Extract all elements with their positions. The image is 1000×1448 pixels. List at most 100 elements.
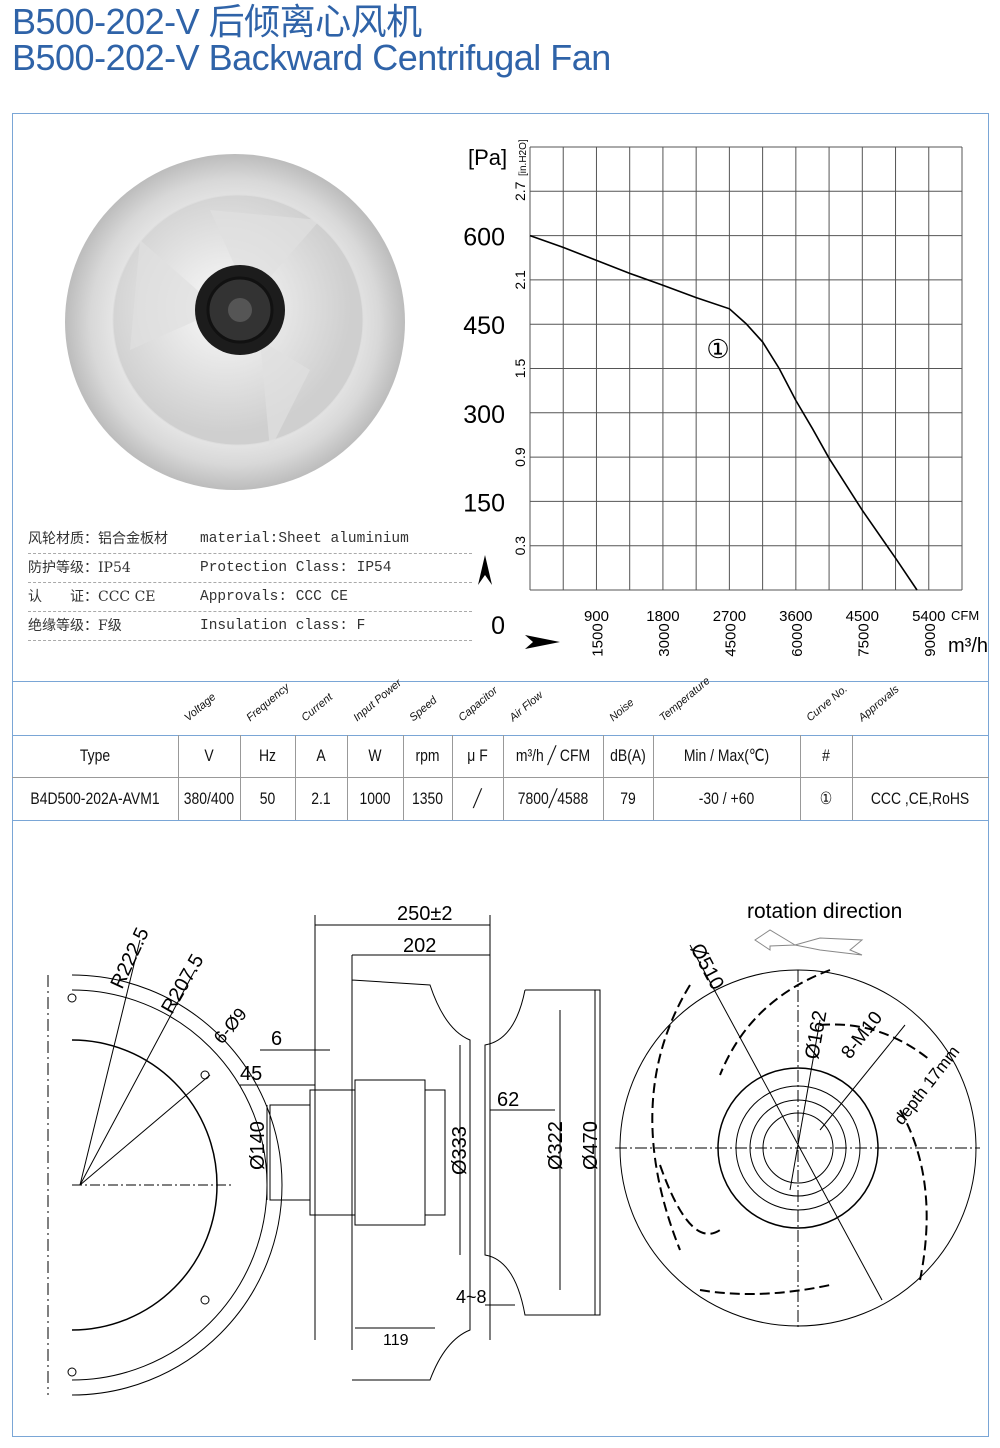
table-divider <box>295 735 296 820</box>
x2-tick-label: 4500 <box>722 623 739 656</box>
x2-axis-label: m³/h <box>948 635 988 657</box>
performance-chart: ① [Pa] [in.H2O] CFM m³/h 60045030015002.… <box>463 139 988 657</box>
data-cell: -30 / +60 <box>698 789 755 808</box>
y2-tick-label: 0.3 <box>512 536 528 556</box>
dim-holes: 6-Ø9 <box>210 1004 251 1048</box>
dim-r207: R207.5 <box>157 951 208 1018</box>
data-cell: CCC ,CE,RoHS <box>870 789 970 808</box>
dim-250: 250±2 <box>397 903 452 925</box>
dim-45: 45 <box>240 1063 262 1085</box>
rotation-direction-label: rotation direction <box>747 900 902 923</box>
table-row-border <box>12 777 989 778</box>
x2-tick-label: 3000 <box>656 623 673 656</box>
y-tick-label: 600 <box>463 224 505 252</box>
dim-322: Ø322 <box>545 1121 567 1170</box>
x-arrow-icon <box>525 635 560 649</box>
unit-cell: dB(A) <box>610 746 646 765</box>
y-tick-label: 300 <box>463 401 505 429</box>
data-cell: 7800╱4588 <box>517 789 589 808</box>
x2-tick-label: 9000 <box>922 623 939 656</box>
dim-510: Ø510 <box>686 940 728 994</box>
dim-gap: 4~8 <box>456 1287 487 1307</box>
unit-cell: A <box>316 746 326 765</box>
table-divider <box>800 735 801 820</box>
unit-cell: Hz <box>258 746 277 765</box>
table-divider <box>178 735 179 820</box>
table-divider <box>403 735 404 820</box>
spec-protection: 防护等级：IP54 Protection Class: IP54 <box>28 554 472 583</box>
y2-tick-label: 1.5 <box>512 359 528 379</box>
data-cell: 380/400 <box>183 789 235 808</box>
table-bottom-border <box>12 820 989 821</box>
table-top-border <box>12 681 989 682</box>
datasheet-frame <box>12 113 989 1437</box>
dim-bolts: 8-M10 <box>837 1008 887 1063</box>
unit-cell: # <box>822 746 830 765</box>
dim-470: Ø470 <box>580 1121 602 1170</box>
x2-tick-label: 6000 <box>789 623 806 656</box>
data-cell: ╱ <box>473 789 482 808</box>
dim-333: Ø333 <box>449 1126 471 1175</box>
unit-cell: μ F <box>467 746 488 765</box>
x-tick-label: 4500 <box>846 608 879 625</box>
data-cell: 50 <box>259 789 276 808</box>
table-divider <box>503 735 504 820</box>
x-tick-label: 900 <box>584 608 609 625</box>
front-view <box>615 929 980 1330</box>
y-tick-label: 450 <box>463 312 505 340</box>
x-tick-label: 1800 <box>646 608 679 625</box>
unit-cell: W <box>368 746 382 765</box>
chart-grid <box>529 146 963 591</box>
table-divider <box>653 735 654 820</box>
title-cn: B500-202-V 后倾离心风机 <box>12 1 422 42</box>
y2-tick-label: 0.9 <box>512 447 528 467</box>
dim-140: Ø140 <box>247 1121 269 1170</box>
dim-119: 119 <box>383 1332 409 1349</box>
x-tick-label: 2700 <box>713 608 746 625</box>
spec-material: 风轮材质：铝合金板材 material:Sheet aluminium <box>28 525 472 554</box>
y-tick-label: 0 <box>491 612 505 640</box>
x2-tick-label: 7500 <box>855 623 872 656</box>
data-cell: ① <box>819 789 833 808</box>
unit-cell: Min / Max(℃) <box>683 746 770 765</box>
curve-line-1 <box>529 234 918 591</box>
spec-cn: 风轮材质：铝合金板材 <box>28 531 168 547</box>
spec-en: Protection Class: IP54 <box>200 560 392 576</box>
spec-cn: 防护等级：IP54 <box>28 560 131 576</box>
data-cell: B4D500-202A-AVM1 <box>30 789 160 808</box>
data-cell: 1350 <box>411 789 444 808</box>
spec-en: Insulation class: F <box>200 618 366 634</box>
y-arrow-icon <box>478 555 492 585</box>
fan-product-image <box>65 154 405 490</box>
spec-en: material:Sheet aluminium <box>200 531 409 547</box>
y-axis-label: [Pa] <box>468 145 507 170</box>
unit-cell: Type <box>79 746 111 765</box>
dim-r222: R222.5 <box>107 924 154 992</box>
table-divider <box>347 735 348 820</box>
x2-tick-label: 1500 <box>589 623 606 656</box>
unit-cell: V <box>204 746 214 765</box>
x-axis-label: CFM <box>951 608 979 623</box>
table-divider <box>603 735 604 820</box>
x-tick-label: 3600 <box>779 608 812 625</box>
table-divider <box>240 735 241 820</box>
dim-6: 6 <box>271 1028 282 1050</box>
dim-202: 202 <box>403 935 436 957</box>
y2-axis-label: [in.H2O] <box>518 139 529 176</box>
dim-62: 62 <box>497 1089 519 1111</box>
spec-en: Approvals: CCC CE <box>200 589 348 605</box>
table-divider <box>452 735 453 820</box>
unit-cell: m³/h ╱ CFM <box>515 746 591 765</box>
side-view <box>240 915 601 1381</box>
y2-tick-label: 2.7 <box>512 181 528 201</box>
dim-depth: depth 17mm <box>890 1042 963 1128</box>
unit-cell: rpm <box>415 746 440 765</box>
table-divider <box>852 735 853 820</box>
y-tick-label: 150 <box>463 489 505 517</box>
data-cell: 79 <box>620 789 636 808</box>
curve-label: ① <box>706 334 729 364</box>
x-tick-label: 5400 <box>912 608 945 625</box>
